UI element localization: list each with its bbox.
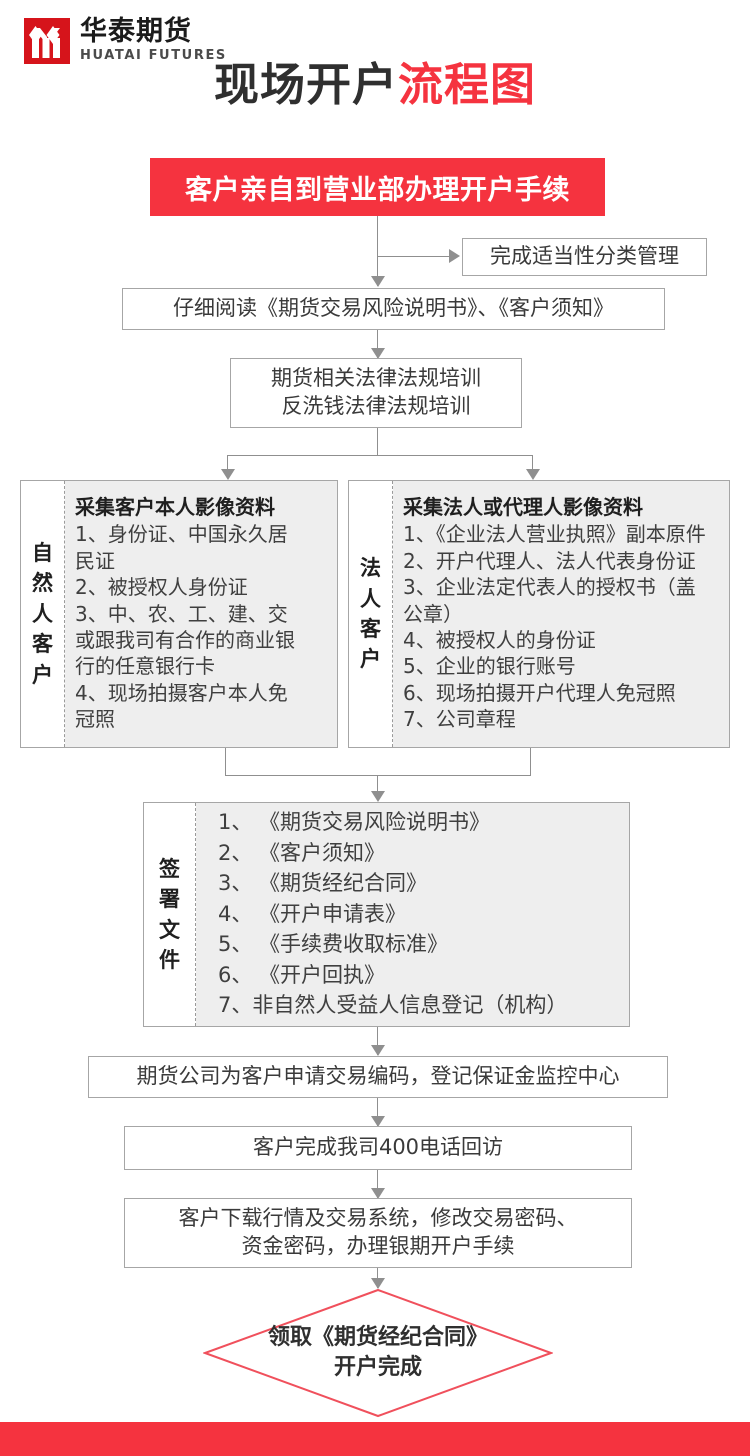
panel-sign-documents: 签 署 文 件 1、 《期货交易风险说明书》 2、 《客户须知》 3、 《期货经… bbox=[143, 802, 630, 1027]
brand-name-cn: 华泰期货 bbox=[80, 16, 192, 47]
download-line-1: 客户下载行情及交易系统，修改交易密码、 bbox=[178, 1206, 578, 1231]
connector-sign-down bbox=[377, 1027, 378, 1055]
training-line-2: 反洗钱法律法规培训 bbox=[281, 394, 471, 418]
panel-item: 2、 《客户须知》 bbox=[218, 840, 386, 865]
panel-item: 2、开户代理人、法人代表身份证 bbox=[403, 548, 696, 573]
arrow-to-finish bbox=[371, 1278, 385, 1289]
download-line-2: 资金密码，办理银期开户手续 bbox=[241, 1234, 515, 1258]
label-char: 客 bbox=[360, 617, 381, 641]
finish-line-2: 开户完成 bbox=[333, 1355, 422, 1380]
diamond-shape-icon bbox=[202, 1288, 554, 1418]
panel-item: 7、非自然人受益人信息登记（机构） bbox=[218, 993, 568, 1018]
label-char: 自 bbox=[32, 540, 53, 565]
label-char: 人 bbox=[32, 601, 53, 626]
panel-natural-person-label: 自 然 人 客 户 bbox=[21, 481, 65, 747]
label-char: 签 bbox=[159, 856, 180, 881]
page-title-accent: 流程图 bbox=[398, 58, 537, 111]
panel-item: 或跟我司有合作的商业银 bbox=[75, 628, 295, 652]
panel-item: 1、 《期货交易风险说明书》 bbox=[218, 810, 491, 835]
panel-item: 公章） bbox=[403, 601, 463, 626]
panel-natural-person: 自 然 人 客 户 采集客户本人影像资料 1、身份证、中国永久居 民证 2、被授… bbox=[20, 480, 338, 748]
arrow-to-download bbox=[371, 1188, 385, 1199]
flow-node-download-system: 客户下载行情及交易系统，修改交易密码、 资金密码，办理银期开户手续 bbox=[124, 1198, 632, 1268]
arrow-to-legal-person bbox=[526, 469, 540, 480]
panel-item: 4、被授权人的身份证 bbox=[403, 628, 596, 652]
page-title: 现场开户流程图 bbox=[0, 62, 750, 107]
panel-item: 3、企业法定代表人的授权书（盖 bbox=[403, 575, 696, 600]
label-char: 署 bbox=[159, 887, 180, 912]
label-char: 户 bbox=[32, 662, 53, 687]
panel-legal-person: 法 人 客 户 采集法人或代理人影像资料 1、《企业法人营业执照》副本原件 2、… bbox=[348, 480, 730, 748]
finish-text: 领取《期货经纪合同》 开户完成 bbox=[203, 1288, 553, 1418]
flow-node-start: 客户亲自到营业部办理开户手续 bbox=[150, 158, 605, 216]
flow-node-read-documents: 仔细阅读《期货交易风险说明书》、《客户须知》 bbox=[122, 288, 665, 330]
flow-node-finish: 领取《期货经纪合同》 开户完成 bbox=[202, 1288, 554, 1418]
connector-start-down bbox=[377, 216, 378, 286]
panel-heading: 采集法人或代理人影像资料 bbox=[403, 495, 643, 520]
connector-branch-right bbox=[377, 256, 451, 257]
panel-sign-documents-body: 1、 《期货交易风险说明书》 2、 《客户须知》 3、 《期货经纪合同》 4、 … bbox=[196, 803, 629, 1026]
arrow-to-sign-documents bbox=[371, 791, 385, 802]
connector-training-down bbox=[377, 428, 378, 455]
panel-heading: 采集客户本人影像资料 bbox=[75, 495, 275, 520]
connector-merge-horizontal bbox=[225, 775, 531, 776]
label-char: 然 bbox=[32, 571, 53, 596]
label-char: 客 bbox=[32, 632, 53, 657]
page-header: 华泰期货 HUATAI FUTURES 现场开户流程图 bbox=[0, 0, 750, 140]
panel-item: 1、《企业法人营业执照》副本原件 bbox=[403, 522, 706, 547]
connector-merge-left bbox=[225, 748, 226, 775]
connector-split-right bbox=[532, 455, 533, 473]
arrow-to-apply-code bbox=[371, 1045, 385, 1056]
arrow-to-callback bbox=[371, 1116, 385, 1127]
panel-item: 7、公司章程 bbox=[403, 707, 516, 732]
label-char: 户 bbox=[360, 647, 381, 672]
panel-item: 冠照 bbox=[75, 707, 115, 732]
arrow-to-natural-person bbox=[221, 469, 235, 480]
panel-item: 4、 《开户申请表》 bbox=[218, 901, 407, 926]
arrow-start-to-read bbox=[371, 276, 385, 287]
panel-sign-documents-label: 签 署 文 件 bbox=[144, 803, 196, 1026]
panel-item: 3、中、农、工、建、交 bbox=[75, 601, 288, 626]
panel-item: 3、 《期货经纪合同》 bbox=[218, 871, 428, 896]
finish-line-1: 领取《期货经纪合同》 bbox=[267, 1325, 488, 1351]
connector-merge-right bbox=[530, 748, 531, 775]
label-char: 法 bbox=[360, 556, 381, 581]
panel-item: 行的任意银行卡 bbox=[75, 654, 215, 679]
connector-split-left bbox=[227, 455, 228, 473]
huatai-logo-icon bbox=[24, 18, 70, 64]
panel-legal-person-body: 采集法人或代理人影像资料 1、《企业法人营业执照》副本原件 2、开户代理人、法人… bbox=[393, 481, 729, 747]
panel-item: 6、 《开户回执》 bbox=[218, 962, 386, 987]
panel-legal-person-label: 法 人 客 户 bbox=[349, 481, 393, 747]
brand-text: 华泰期货 HUATAI FUTURES bbox=[80, 16, 227, 64]
arrow-read-to-training bbox=[371, 348, 385, 359]
label-char: 人 bbox=[360, 586, 381, 611]
panel-item: 5、 《手续费收取标准》 bbox=[218, 932, 449, 957]
label-char: 件 bbox=[159, 947, 180, 972]
flow-node-classification: 完成适当性分类管理 bbox=[462, 238, 707, 276]
panel-item: 4、现场拍摄客户本人免 bbox=[75, 680, 288, 705]
page-title-dark: 现场开户 bbox=[213, 58, 398, 111]
flow-node-phone-callback: 客户完成我司400电话回访 bbox=[124, 1126, 632, 1170]
connector-split-horizontal bbox=[227, 455, 532, 456]
brand-logo: 华泰期货 HUATAI FUTURES bbox=[24, 16, 227, 64]
panel-item: 6、现场拍摄开户代理人免冠照 bbox=[403, 680, 676, 705]
panel-item: 5、企业的银行账号 bbox=[403, 654, 576, 679]
panel-item: 1、身份证、中国永久居 bbox=[75, 522, 288, 547]
connector-read-down bbox=[377, 330, 378, 358]
flow-node-training: 期货相关法律法规培训 反洗钱法律法规培训 bbox=[230, 358, 522, 428]
arrow-to-classification bbox=[449, 249, 460, 263]
brand-name-en: HUATAI FUTURES bbox=[80, 48, 227, 64]
label-char: 文 bbox=[159, 917, 180, 942]
flow-node-apply-code: 期货公司为客户申请交易编码，登记保证金监控中心 bbox=[88, 1056, 668, 1098]
panel-item: 2、被授权人身份证 bbox=[75, 575, 248, 600]
footer-accent-bar bbox=[0, 1422, 750, 1456]
training-line-1: 期货相关法律法规培训 bbox=[271, 366, 481, 391]
connector-merge-down bbox=[377, 775, 378, 797]
connector-callback-down bbox=[377, 1170, 378, 1198]
panel-natural-person-body: 采集客户本人影像资料 1、身份证、中国永久居 民证 2、被授权人身份证 3、中、… bbox=[65, 481, 337, 747]
connector-code-down bbox=[377, 1098, 378, 1126]
panel-item: 民证 bbox=[75, 548, 115, 573]
